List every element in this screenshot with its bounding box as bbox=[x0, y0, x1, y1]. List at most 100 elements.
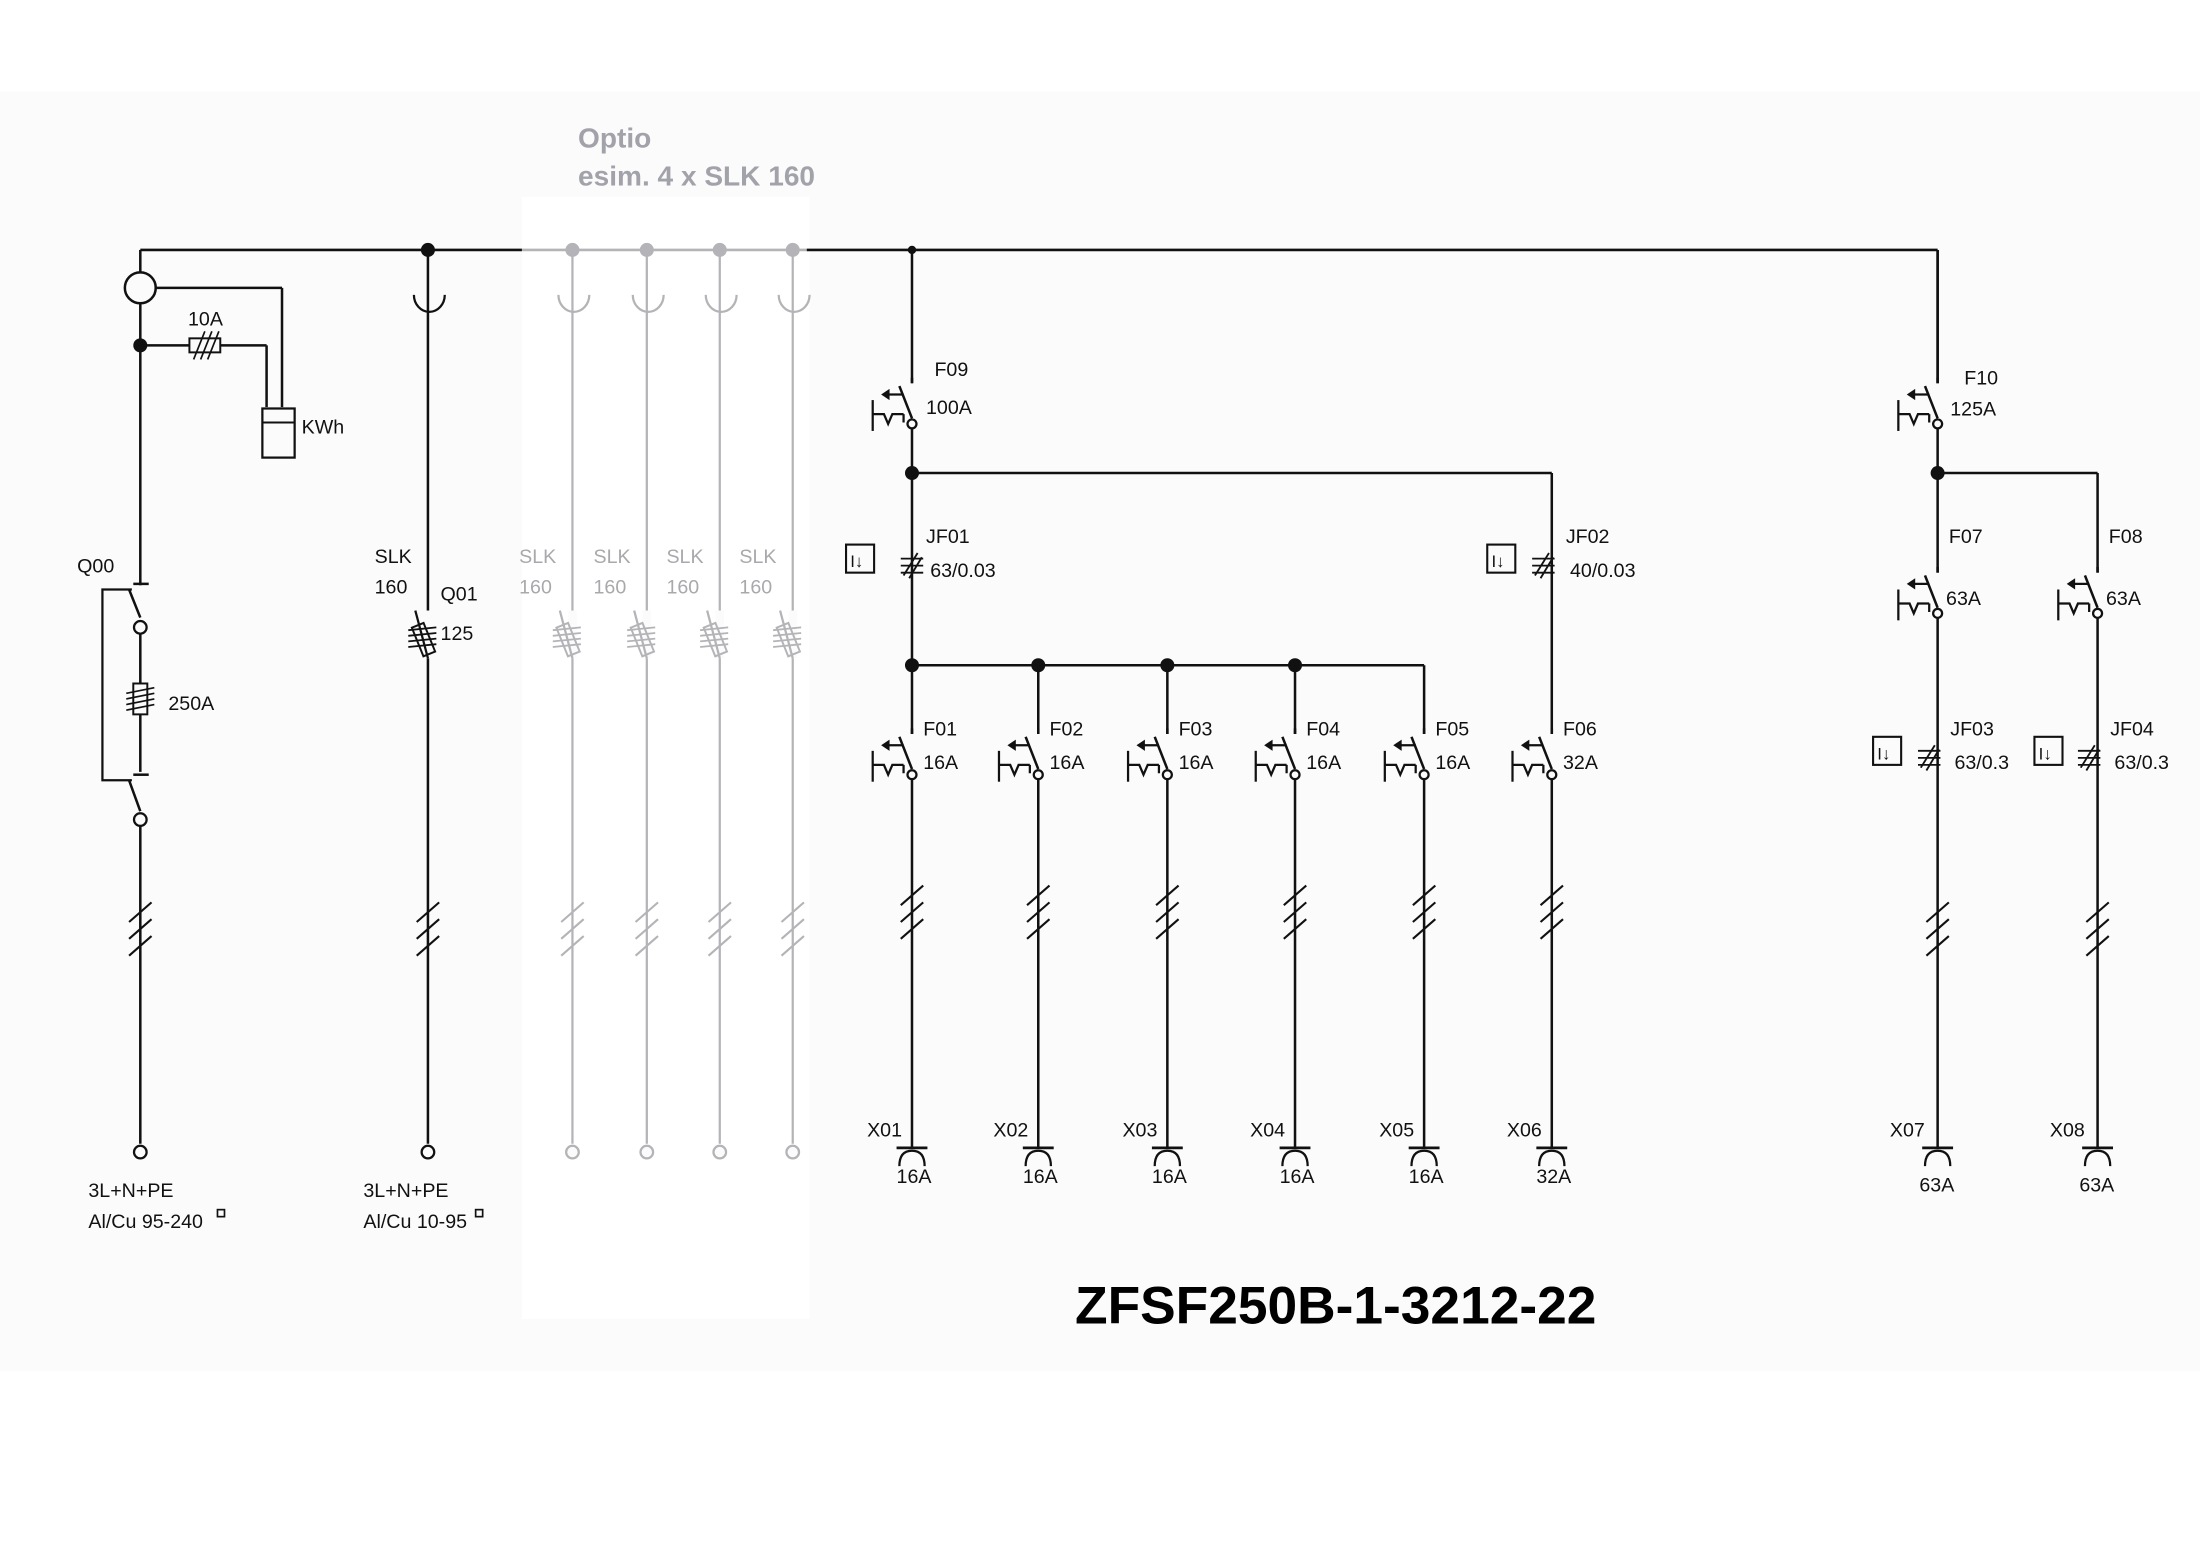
label: 16A bbox=[1049, 752, 1085, 774]
label: SLK bbox=[739, 546, 776, 568]
cable-hatch-icon bbox=[416, 901, 440, 957]
main-fuse-icon bbox=[126, 682, 155, 716]
terminal-icon bbox=[2091, 607, 2104, 619]
wire bbox=[126, 703, 155, 711]
wire bbox=[898, 385, 914, 419]
label: SLK bbox=[593, 546, 630, 568]
wire bbox=[552, 643, 581, 648]
cable-hatch-icon bbox=[780, 901, 805, 957]
wire bbox=[772, 632, 802, 637]
label: Al/Cu 10-95 bbox=[363, 1211, 467, 1233]
terminal-icon bbox=[712, 1144, 728, 1160]
wire bbox=[707, 918, 732, 940]
wire bbox=[1024, 736, 1040, 770]
rcd-icon bbox=[1532, 552, 1555, 579]
wire bbox=[408, 643, 437, 648]
optional-slk-4: SLK 160 bbox=[739, 242, 811, 1160]
wire bbox=[2085, 918, 2110, 940]
label: Q00 bbox=[77, 556, 114, 578]
wire bbox=[627, 632, 656, 637]
circuit-breaker-icon bbox=[1897, 567, 1944, 621]
wire bbox=[707, 935, 732, 957]
label: 16A bbox=[897, 1166, 933, 1188]
wire bbox=[127, 779, 142, 812]
label: F01 bbox=[923, 718, 957, 740]
circuit-breaker-icon bbox=[871, 728, 918, 782]
socket-icon bbox=[1279, 1146, 1311, 1167]
label: JF01 bbox=[926, 526, 970, 548]
wire bbox=[552, 632, 581, 637]
fuse-switch-icon bbox=[700, 610, 729, 659]
terminal-icon bbox=[1161, 769, 1173, 781]
label: F10 bbox=[1964, 368, 1998, 390]
wire bbox=[1410, 736, 1426, 770]
cable-hatch-icon bbox=[634, 901, 659, 957]
wire bbox=[192, 331, 206, 360]
busbar-clamp-icon bbox=[704, 294, 738, 313]
wire bbox=[2085, 901, 2110, 923]
wire bbox=[1539, 918, 1564, 940]
label: 16A bbox=[1023, 1166, 1059, 1188]
wire bbox=[634, 935, 659, 957]
junction-dot bbox=[904, 658, 920, 673]
wire bbox=[900, 884, 924, 906]
wire bbox=[560, 918, 585, 940]
label: F06 bbox=[1563, 718, 1597, 740]
rcd-icon bbox=[900, 552, 924, 579]
label: F04 bbox=[1306, 718, 1340, 740]
label: 63A bbox=[2106, 588, 2142, 610]
terminal-icon bbox=[565, 1144, 580, 1160]
label: X06 bbox=[1507, 1120, 1542, 1142]
wire bbox=[1925, 748, 1940, 771]
label: JF02 bbox=[1566, 526, 1610, 548]
wire bbox=[126, 692, 155, 700]
label: 100A bbox=[926, 397, 973, 419]
wire bbox=[902, 552, 919, 576]
wire bbox=[900, 918, 924, 940]
residual-current-box-icon: I↓ bbox=[1486, 543, 1517, 574]
cable-hatch-icon bbox=[707, 901, 732, 957]
wire bbox=[627, 643, 656, 648]
cable-hatch-icon bbox=[900, 884, 924, 940]
option-area bbox=[521, 196, 810, 1320]
distribution-f10: F10125AF0763AI↓JF0363/0.3X0763AF0863AI↓J… bbox=[1872, 249, 2169, 1196]
wire bbox=[898, 736, 914, 770]
busbar-clamp-icon bbox=[412, 294, 446, 313]
label: 16A bbox=[1409, 1166, 1445, 1188]
wire bbox=[128, 918, 153, 940]
label: F09 bbox=[934, 359, 968, 381]
label: 160 bbox=[519, 577, 552, 599]
residual-current-symbol: I↓ bbox=[850, 552, 863, 571]
square-mm-icon bbox=[216, 1208, 226, 1218]
label: 16A bbox=[1280, 1166, 1316, 1188]
label: 16A bbox=[1179, 752, 1215, 774]
socket-icon bbox=[1022, 1146, 1054, 1167]
socket-icon bbox=[1536, 1146, 1568, 1167]
label: 160 bbox=[739, 577, 772, 599]
residual-current-symbol: I↓ bbox=[1877, 744, 1890, 763]
energy-meter-icon bbox=[261, 407, 296, 459]
terminal-icon bbox=[1546, 769, 1558, 781]
circuit-breaker-icon bbox=[1254, 728, 1301, 782]
wire bbox=[700, 643, 729, 648]
terminal-icon bbox=[132, 1144, 148, 1160]
wire bbox=[128, 901, 153, 923]
wire bbox=[126, 698, 155, 706]
label: 63A bbox=[1946, 588, 1982, 610]
wire bbox=[1283, 884, 1307, 906]
terminal-icon bbox=[132, 812, 148, 828]
title-block: ZFSF250B-1-3212-22 bbox=[1075, 1276, 1596, 1335]
label: 160 bbox=[666, 577, 699, 599]
cable-hatch-icon bbox=[128, 901, 153, 957]
residual-current-symbol: I↓ bbox=[1491, 552, 1504, 571]
label: 10A bbox=[188, 309, 224, 331]
terminal-icon bbox=[132, 619, 148, 635]
wire bbox=[900, 901, 924, 923]
